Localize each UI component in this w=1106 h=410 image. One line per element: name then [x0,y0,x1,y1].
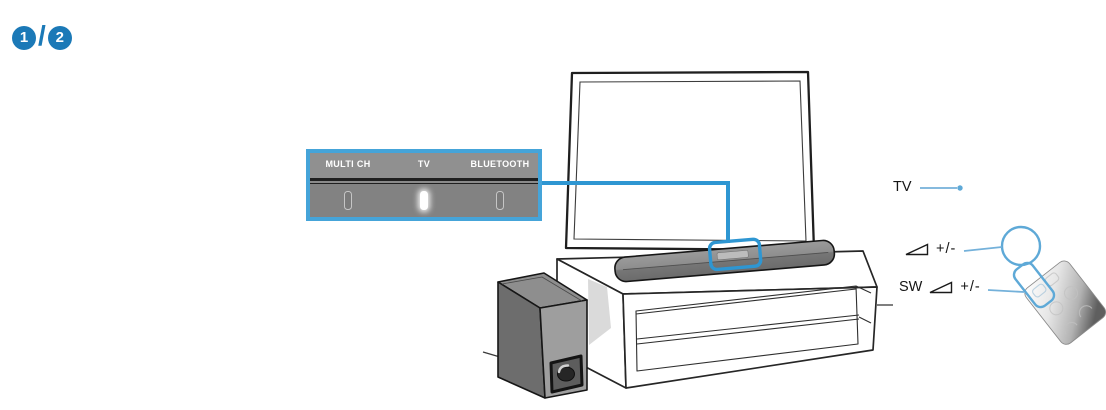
sw-volume-leader-line [987,289,1025,293]
multi-ch-led [344,191,352,210]
indicator-label-bluetooth: BLUETOOTH [470,159,530,169]
subwoofer-port-highlight [557,364,570,374]
remote-sw-volume-annotation: SW +/- [899,279,981,295]
tv [564,70,816,252]
step-1-badge: 1 [12,26,36,50]
tv-led [420,191,428,210]
leader-lines [920,185,1025,293]
tv-button-leader-dot [957,185,963,191]
wall-line-left [482,351,501,358]
volume-buttons-highlight [1000,225,1042,267]
step-indicator: 1 / 2 [12,20,72,54]
sw-volume-buttons-highlight [1012,261,1056,309]
bluetooth-led [496,191,504,210]
remote-volume-annotation: +/- [905,241,956,257]
sw-label: SW [899,279,923,295]
subwoofer-shadow [588,279,611,345]
tv-screen [573,80,807,242]
indicator-label-tv: TV [417,159,431,169]
sw-volume-label: +/- [960,279,981,295]
volume-ramp-icon [905,242,929,255]
front-panel-labels-row: MULTI CH TV BLUETOOTH [310,153,538,178]
remote-tv-annotation: TV [893,179,912,195]
bluetooth-led-slot [462,191,538,210]
tv-button-label: TV [893,179,912,195]
front-panel-callout: MULTI CH TV BLUETOOTH [306,149,542,221]
panel-separator [310,178,538,184]
indicator-label-multi-ch: MULTI CH [325,159,371,169]
multi-ch-led-slot [310,191,386,210]
tv-stand-front [622,286,878,389]
volume-ramp-icon [930,280,953,293]
soundbar-display [716,250,749,260]
step-2-badge: 2 [47,26,72,50]
subwoofer-top-rim [501,276,583,302]
soundbar-edge-line [622,252,829,271]
tv-led-slot [386,191,462,210]
tv-stand-shelves [635,285,872,372]
front-panel-leds-row [310,184,538,217]
step-separator: / [38,20,46,51]
callout-connector-line [538,181,730,243]
soundbar [614,237,836,283]
soundbar-display-highlight [707,237,763,272]
volume-label: +/- [936,241,957,257]
subwoofer-port [557,366,575,382]
volume-leader-line [963,246,1003,252]
subwoofer [497,272,611,399]
